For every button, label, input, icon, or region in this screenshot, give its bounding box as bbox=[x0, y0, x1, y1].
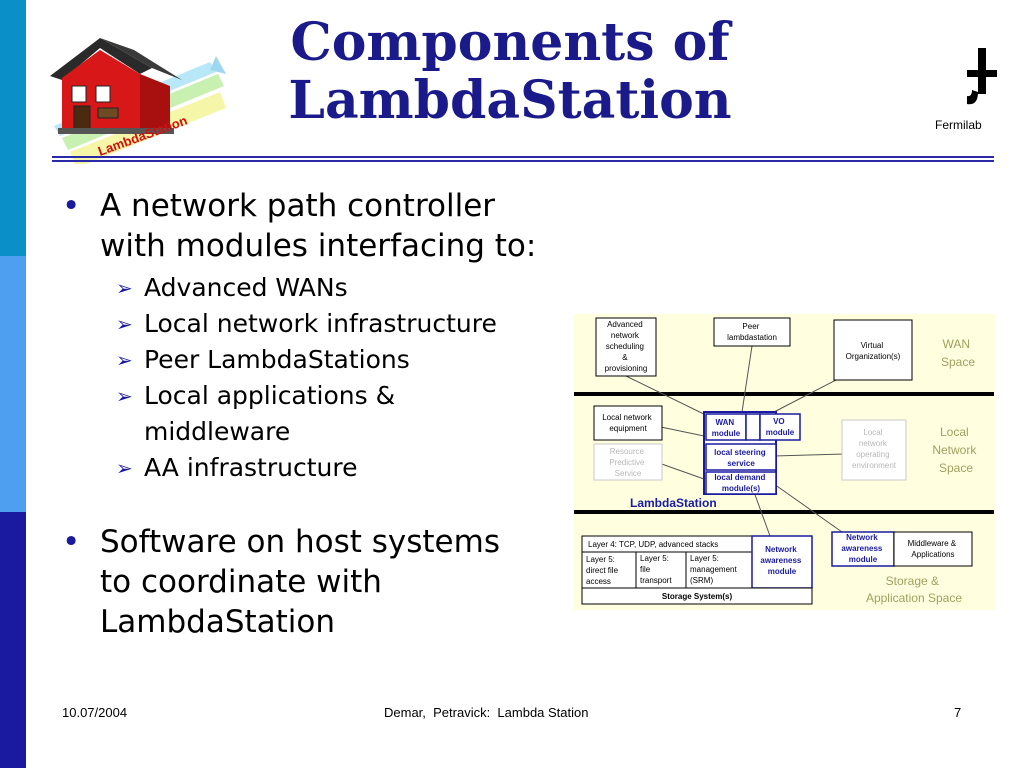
layer5-mgmt-text: Layer 5: management (SRM) bbox=[690, 554, 739, 585]
net-awareness-text-1: Network awareness module bbox=[760, 545, 803, 576]
local-net-equip-box bbox=[593, 405, 663, 441]
local-net-env-text: Local network operating environment bbox=[852, 428, 897, 470]
sub-bullet-peer-lambdastations: ➢ Peer LambdaStations bbox=[116, 342, 582, 378]
local-demand-text: local demand module(s) bbox=[714, 473, 767, 493]
bullet-network-path-controller: • A network path controller with modules… bbox=[62, 188, 537, 264]
footer-date: 10.07/2004 bbox=[62, 705, 128, 720]
bullet-dot-icon: • bbox=[62, 524, 81, 560]
storage-systems-text: Storage System(s) bbox=[662, 592, 733, 601]
bullet-dot-icon: • bbox=[62, 188, 81, 224]
resource-pred-box bbox=[593, 443, 663, 481]
footer-center: Demar, Petravick: Lambda Station bbox=[384, 705, 589, 720]
vo-module-text: VO module bbox=[766, 417, 795, 437]
local-network-space-label: Local Network Space bbox=[932, 425, 979, 475]
sub-bullet-list: ➢ Advanced WANs ➢ Local network infrastr… bbox=[116, 270, 582, 486]
net-awareness-box-2 bbox=[831, 531, 895, 567]
local-net-equip-text: Local network equipment bbox=[602, 413, 654, 433]
side-stripe-top bbox=[0, 0, 26, 256]
sub-bullet-local-applications: ➢ Local applications & middleware bbox=[116, 378, 582, 450]
title-line-1: Components of bbox=[290, 12, 730, 73]
peer-box bbox=[713, 317, 791, 347]
lambdastation-logo: LambdaStation bbox=[50, 38, 226, 164]
vo-text: Virtual Organization(s) bbox=[846, 341, 901, 361]
local-steering-box bbox=[705, 443, 777, 471]
adv-net-box bbox=[595, 317, 657, 377]
fermilab-label: Fermilab bbox=[935, 118, 982, 132]
arrow-bullet-icon: ➢ bbox=[116, 276, 133, 300]
storage-app-space-label: Storage & Application Space bbox=[866, 574, 962, 605]
storage-systems-box bbox=[581, 587, 813, 605]
side-stripe-middle bbox=[0, 256, 26, 512]
sub-bullet-aa-infrastructure: ➢ AA infrastructure bbox=[116, 450, 582, 486]
arrow-bullet-icon: ➢ bbox=[116, 384, 133, 408]
fermilab-logo-icon bbox=[967, 48, 997, 105]
page-number: 7 bbox=[954, 705, 962, 720]
arrow-bullet-icon: ➢ bbox=[116, 312, 133, 336]
architecture-diagram: Advanced network scheduling & provisioni… bbox=[574, 314, 996, 610]
side-stripe-bottom bbox=[0, 512, 26, 768]
sub-bullet-advanced-wans: ➢ Advanced WANs bbox=[116, 270, 582, 306]
title-line-2: LambdaStation bbox=[288, 70, 732, 131]
layer4-text: Layer 4: TCP, UDP, advanced stacks bbox=[588, 540, 718, 549]
adv-net-text: Advanced network scheduling & provisioni… bbox=[605, 320, 648, 373]
local-separator-bar bbox=[574, 510, 994, 514]
resource-pred-text: Resource Predictive Service bbox=[609, 447, 646, 478]
net-awareness-box-1 bbox=[751, 535, 813, 589]
middleware-box bbox=[893, 531, 973, 567]
net-awareness-text-2: Network awareness module bbox=[841, 533, 884, 564]
sub-bullet-local-network: ➢ Local network infrastructure bbox=[116, 306, 582, 342]
layer5-file-text: Layer 5: file transport bbox=[640, 554, 672, 585]
lambdastation-label: LambdaStation bbox=[630, 496, 717, 510]
vo-module-box bbox=[759, 413, 801, 441]
local-net-env-box bbox=[841, 419, 907, 481]
peer-text: Peer lambdastation bbox=[727, 322, 777, 342]
wan-module-text: WAN module bbox=[712, 418, 741, 438]
bullet-list: • A network path controller with modules… bbox=[62, 186, 582, 642]
bullet-software-on-hosts: • Software on host systems to coordinate… bbox=[62, 524, 500, 640]
arrow-bullet-icon: ➢ bbox=[116, 456, 133, 480]
vo-box bbox=[833, 319, 913, 381]
wan-separator-bar bbox=[574, 392, 994, 396]
slide-title: Components of LambdaStation bbox=[200, 14, 820, 130]
middleware-text: Middleware & Applications bbox=[908, 539, 959, 559]
arrow-bullet-icon: ➢ bbox=[116, 348, 133, 372]
layer5-direct-text: Layer 5: direct file access bbox=[586, 555, 620, 586]
local-steering-text: local steering service bbox=[714, 448, 768, 468]
local-demand-box bbox=[705, 471, 777, 495]
title-underline bbox=[52, 156, 994, 164]
wan-space-label: WAN Space bbox=[941, 337, 975, 369]
